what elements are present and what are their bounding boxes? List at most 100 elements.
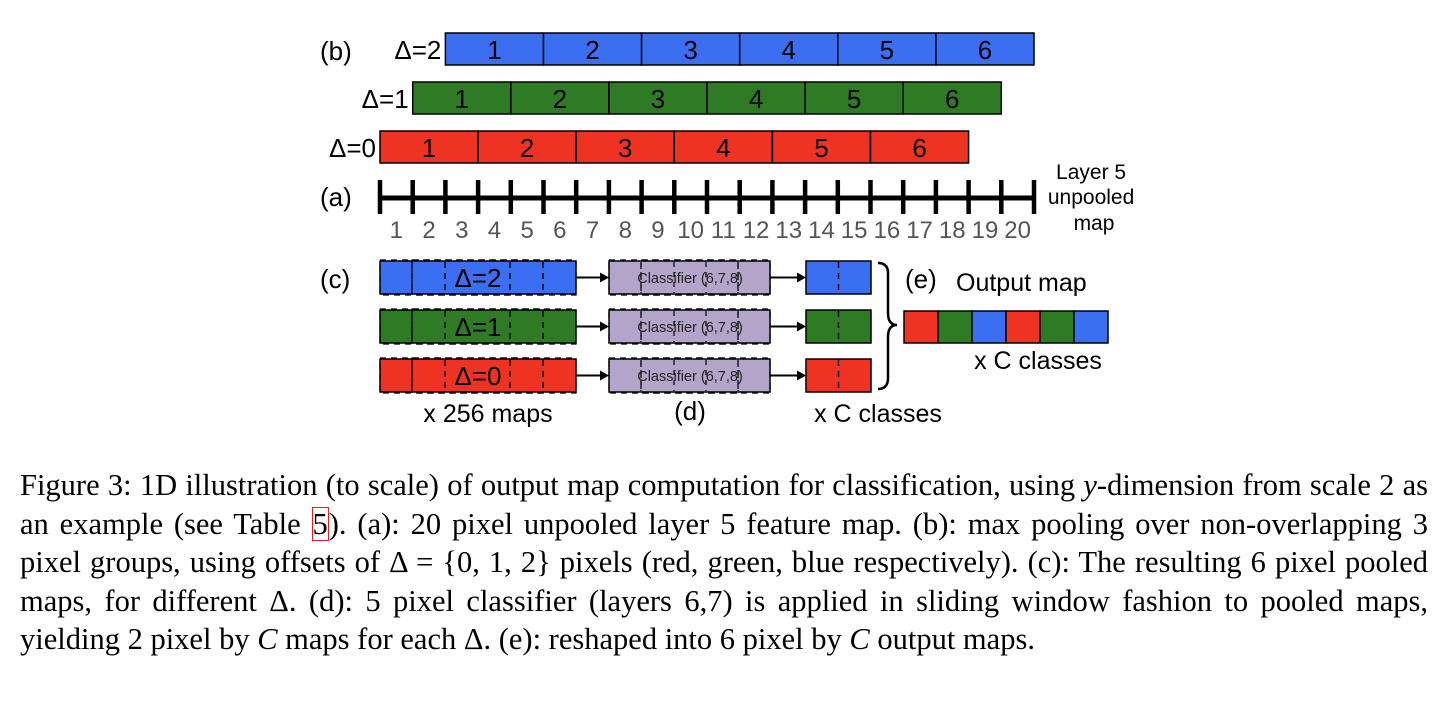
tick-label: 6 <box>553 217 566 244</box>
caption-var-c: C <box>257 622 278 656</box>
classifier-label: Classifier (6,7,8) <box>637 320 743 336</box>
classifier-label: Classifier (6,7,8) <box>637 271 743 287</box>
tick-label: 19 <box>972 217 999 244</box>
pooled-cell <box>411 81 512 115</box>
arrowhead <box>600 321 609 332</box>
caption-part-3: pixels (red, green, blue respectively). … <box>20 545 1429 618</box>
output-map-cell <box>903 310 939 344</box>
figure-caption: Figure 3: 1D illustration (to scale) of … <box>20 466 1428 659</box>
arrowhead <box>797 272 806 283</box>
tick-label: 7 <box>586 217 599 244</box>
arrowhead <box>797 321 806 332</box>
tick-label: 14 <box>808 217 835 244</box>
pooled-cell-label: 2 <box>585 35 599 65</box>
pooled-cell-label: 4 <box>782 35 796 65</box>
pooled-cell-label: 3 <box>651 84 665 114</box>
pooled-cell <box>673 130 774 164</box>
pooled-cell-label: 4 <box>749 84 763 114</box>
pooled-cell <box>869 130 970 164</box>
pooled-cell-label: 5 <box>880 35 894 65</box>
caption-delta-2: Δ <box>463 622 484 656</box>
pooled-cell <box>477 130 577 164</box>
label-d: (d) <box>674 396 706 426</box>
pooled-cell <box>706 81 806 115</box>
tick-label: 12 <box>743 217 770 244</box>
pipeline-delta-label: Δ=1 <box>454 312 501 342</box>
pooled-cell <box>444 32 545 66</box>
pooled-cell <box>837 32 937 66</box>
pooled-cell-label: 2 <box>553 84 567 114</box>
caption-part-4: . (d): 5 pixel classifier (layers 6,7) i… <box>20 583 1428 657</box>
output-map-cell <box>937 310 973 344</box>
caption-delta: Δ <box>269 583 289 618</box>
pipeline-row: Δ=2 Classifier (6,7,8) <box>379 259 872 296</box>
label-e: (e) <box>905 264 937 294</box>
caption-paragraph: Figure 3: 1D illustration (to scale) of … <box>20 466 1428 659</box>
caption-intro: Figure 3: 1D illustration (to scale) of … <box>20 468 1084 502</box>
label-a: (a) <box>320 182 352 212</box>
caption-part-6: . (e): reshaped into 6 pixel by <box>483 622 850 656</box>
caption-part-5: maps for each <box>277 622 464 656</box>
pooled-cell-label: 1 <box>422 133 436 163</box>
pooled-cell-label: 4 <box>716 133 730 163</box>
layer5-label-line2: unpooled <box>1048 186 1134 209</box>
tick-label: 1 <box>390 217 403 244</box>
caption-part-7: output maps. <box>869 622 1035 656</box>
tick-label: 9 <box>651 217 664 244</box>
pooled-cell-label: 1 <box>455 84 469 114</box>
caption-var-y: y <box>1083 468 1097 502</box>
caption-var-c-2: C <box>849 622 870 656</box>
pooled-cell <box>902 81 1003 115</box>
tick-label: 10 <box>677 217 704 244</box>
tick-label: 8 <box>619 217 632 244</box>
table-reference-link[interactable]: 5 <box>311 506 329 541</box>
tick-label: 17 <box>906 217 933 244</box>
arrowhead <box>600 370 609 381</box>
tick-label: 15 <box>841 217 868 244</box>
layer5-ruler <box>377 180 1037 214</box>
pooled-cell-label: 6 <box>978 35 992 65</box>
tick-label: 3 <box>455 217 468 244</box>
tick-label: 4 <box>488 217 501 244</box>
layer5-label-line1: Layer 5 <box>1056 161 1126 184</box>
maps-label: x 256 maps <box>423 400 552 428</box>
pipeline-delta-label: Δ=2 <box>454 263 501 293</box>
label-b: (b) <box>320 36 352 66</box>
pooled-cell <box>640 32 741 66</box>
pooled-cell-label: 3 <box>683 35 697 65</box>
pooled-row-delta-label: Δ=0 <box>329 133 376 163</box>
pooled-cell-label: 2 <box>520 133 534 163</box>
output-map <box>903 310 1109 344</box>
pooled-cell <box>510 81 610 115</box>
caption-part-1: -dimension from scale 2 as an example (s… <box>20 468 1428 541</box>
pooled-cell <box>379 130 479 164</box>
output-map-cell <box>1039 310 1075 344</box>
classifier-window-outline <box>608 308 739 345</box>
curly-brace <box>877 261 898 391</box>
pooled-cell <box>608 81 708 115</box>
tick-label: 20 <box>1004 217 1031 244</box>
arrowhead <box>600 272 609 283</box>
pooled-cell <box>935 32 1035 66</box>
layer5-label-line3: map <box>1074 212 1115 235</box>
output-map-cell <box>971 310 1007 344</box>
pipeline-delta-label: Δ=0 <box>454 361 501 391</box>
classifier-window-outline <box>608 259 739 296</box>
output-map-label: Output map <box>956 269 1087 297</box>
output-map-cell <box>1073 310 1109 344</box>
pooled-cell-label: 1 <box>487 35 501 65</box>
classifier-label: Classifier (6,7,8) <box>637 369 743 385</box>
tick-label: 11 <box>711 217 736 244</box>
output-classes-label: x C classes <box>974 347 1102 375</box>
tick-label: 5 <box>520 217 533 244</box>
pipeline-row: Δ=0 Classifier (6,7,8) <box>379 357 872 394</box>
tick-label: 13 <box>775 217 802 244</box>
classifier-box <box>608 260 771 295</box>
pooled-cell-label: 5 <box>814 133 828 163</box>
